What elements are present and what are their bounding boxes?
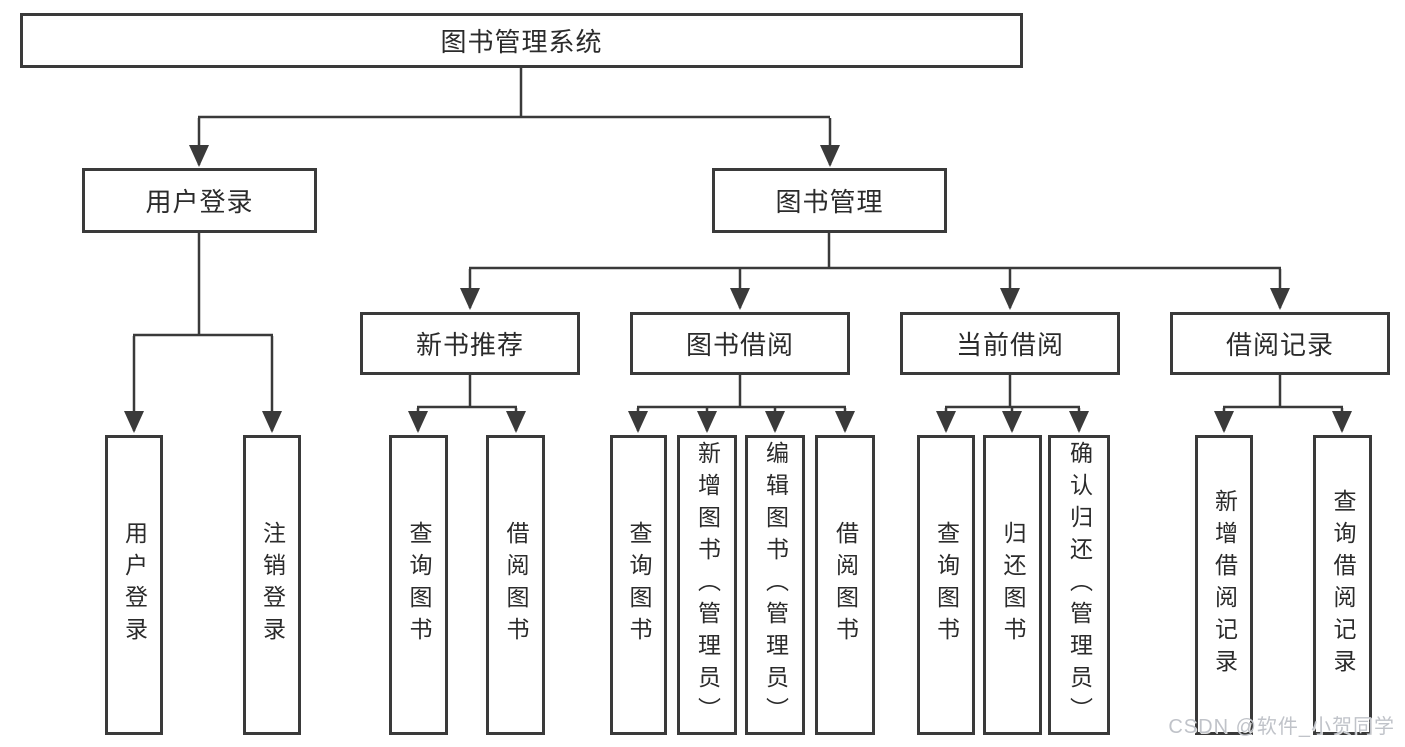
leaf-logout: 注销登录 <box>243 435 301 735</box>
node-borrow-records: 借阅记录 <box>1170 312 1390 375</box>
node-borrow-records-label: 借阅记录 <box>1225 330 1334 360</box>
leaf-currentborrow-confirm-admin-label: 确认归还（管理员） <box>1066 441 1093 729</box>
leaf-bookborrow-edit-admin-label: 编辑图书（管理员） <box>762 441 789 729</box>
leaf-user-login: 用户登录 <box>105 435 163 735</box>
leaf-records-add: 新增借阅记录 <box>1195 435 1253 735</box>
leaf-bookborrow-query: 查询图书 <box>610 435 667 735</box>
node-book-management: 图书管理 <box>712 168 947 233</box>
node-current-borrow-label: 当前借阅 <box>955 330 1064 360</box>
node-root: 图书管理系统 <box>20 13 1023 68</box>
leaf-currentborrow-confirm-admin: 确认归还（管理员） <box>1048 435 1110 735</box>
leaf-newbook-borrow: 借阅图书 <box>486 435 545 735</box>
leaf-newbook-query: 查询图书 <box>389 435 448 735</box>
node-user-login: 用户登录 <box>82 168 317 233</box>
leaf-bookborrow-edit-admin: 编辑图书（管理员） <box>745 435 805 735</box>
leaf-user-login-label: 用户登录 <box>121 521 148 649</box>
node-user-login-label: 用户登录 <box>145 187 254 217</box>
leaf-bookborrow-add-admin-label: 新增图书（管理员） <box>694 441 721 729</box>
leaf-logout-label: 注销登录 <box>259 521 286 649</box>
node-new-book-recommend: 新书推荐 <box>360 312 580 375</box>
leaf-records-query-label: 查询借阅记录 <box>1330 489 1356 681</box>
leaf-records-query: 查询借阅记录 <box>1313 435 1372 735</box>
node-book-borrow-label: 图书借阅 <box>685 330 794 360</box>
leaf-currentborrow-query-label: 查询图书 <box>933 521 960 649</box>
node-book-management-label: 图书管理 <box>775 187 884 217</box>
leaf-newbook-query-label: 查询图书 <box>406 521 432 649</box>
leaf-newbook-borrow-label: 借阅图书 <box>503 521 529 649</box>
leaf-bookborrow-borrow: 借阅图书 <box>815 435 875 735</box>
watermark: CSDN @软件_小贺同学 <box>1168 716 1395 738</box>
leaf-currentborrow-return-label: 归还图书 <box>1000 521 1026 649</box>
node-book-borrow: 图书借阅 <box>630 312 850 375</box>
leaf-records-add-label: 新增借阅记录 <box>1211 489 1238 681</box>
leaf-currentborrow-query: 查询图书 <box>917 435 975 735</box>
node-root-label: 图书管理系统 <box>440 27 603 57</box>
leaf-bookborrow-add-admin: 新增图书（管理员） <box>677 435 737 735</box>
node-current-borrow: 当前借阅 <box>900 312 1120 375</box>
node-new-book-recommend-label: 新书推荐 <box>415 330 524 360</box>
leaf-bookborrow-borrow-label: 借阅图书 <box>832 521 859 649</box>
leaf-currentborrow-return: 归还图书 <box>983 435 1042 735</box>
leaf-bookborrow-query-label: 查询图书 <box>626 521 652 649</box>
